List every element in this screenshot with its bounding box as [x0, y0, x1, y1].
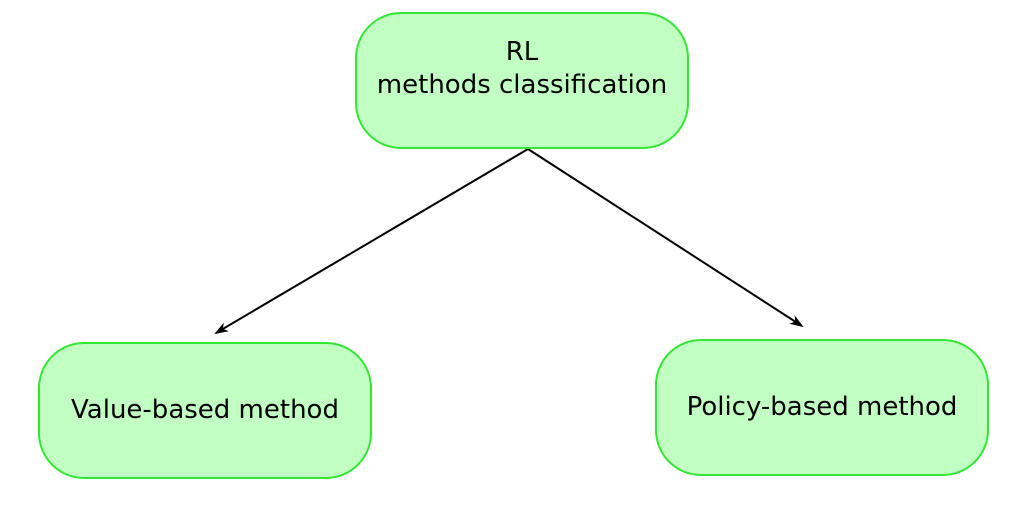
root-node-line-1: RL [505, 37, 539, 67]
root-node-rl-methods-classification: RL methods classification [355, 12, 689, 149]
node-policy-based-method-label: Policy-based method [686, 392, 958, 423]
edge-root-to-policy-based [527, 148, 804, 328]
edge-root-to-value-based [214, 148, 529, 335]
node-value-based-method-label: Value-based method [71, 395, 339, 426]
root-node-line-2: methods classification [376, 69, 668, 100]
node-value-based-method: Value-based method [38, 342, 372, 479]
node-policy-based-method: Policy-based method [655, 339, 989, 476]
